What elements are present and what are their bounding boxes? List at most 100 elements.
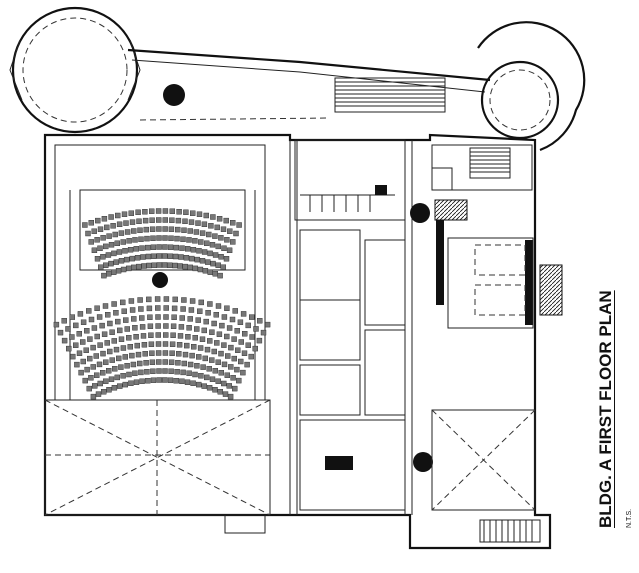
seat — [88, 239, 94, 245]
seat — [116, 249, 123, 255]
seat — [155, 350, 162, 356]
seat — [181, 360, 188, 367]
seat — [227, 393, 234, 400]
seat — [244, 361, 250, 368]
seat — [116, 327, 123, 334]
seat — [109, 329, 115, 335]
round-tower-left — [9, 6, 141, 134]
seat — [245, 342, 252, 348]
seat — [111, 301, 117, 307]
column-circle — [410, 203, 430, 223]
seat — [175, 360, 181, 366]
seat — [94, 333, 100, 340]
seat — [113, 259, 119, 265]
seat — [61, 318, 67, 324]
seat — [187, 316, 193, 322]
seat — [192, 238, 198, 244]
round-tower-right — [477, 21, 586, 152]
seat — [108, 260, 114, 267]
seat — [219, 322, 225, 329]
seat — [93, 353, 100, 359]
seat — [95, 217, 101, 224]
seat — [105, 368, 112, 374]
seat — [147, 314, 153, 320]
seat — [179, 245, 185, 251]
seat — [144, 244, 151, 251]
seat — [169, 208, 176, 214]
seat — [162, 350, 169, 356]
seat — [169, 350, 175, 356]
seat — [113, 346, 120, 353]
wall-solid — [436, 220, 444, 305]
seat — [108, 242, 115, 248]
seat — [234, 366, 240, 373]
seat — [168, 235, 174, 241]
seat — [112, 231, 118, 238]
seat — [193, 229, 200, 235]
seat — [177, 333, 184, 339]
seat — [195, 317, 201, 323]
seat — [208, 223, 214, 229]
seat — [162, 217, 169, 223]
seat — [136, 360, 143, 367]
seat — [76, 350, 83, 356]
seat — [141, 342, 148, 348]
seat — [156, 262, 163, 268]
seat — [127, 344, 134, 350]
corridor-central — [289, 140, 433, 515]
seat — [221, 245, 227, 252]
seat — [116, 221, 123, 228]
seat — [206, 338, 213, 344]
seat — [197, 308, 203, 314]
seat — [101, 331, 108, 337]
seat — [180, 236, 186, 242]
seat — [241, 331, 248, 337]
seat — [155, 332, 162, 338]
seat — [150, 235, 156, 241]
seat — [136, 263, 142, 270]
seat — [194, 256, 200, 263]
seat — [172, 253, 179, 260]
seat — [138, 306, 144, 312]
seat — [104, 224, 110, 231]
seat — [84, 328, 90, 334]
seat — [234, 328, 240, 334]
seat — [205, 259, 211, 265]
seat — [189, 210, 196, 216]
seat — [149, 217, 155, 223]
seat — [154, 296, 161, 302]
seat — [227, 228, 233, 234]
seat — [211, 348, 218, 355]
seat — [163, 323, 169, 329]
seat — [138, 236, 144, 242]
seat — [134, 342, 141, 349]
seat — [187, 361, 194, 368]
seat — [150, 244, 157, 250]
seat — [91, 247, 98, 254]
seat — [190, 380, 196, 386]
seat — [230, 239, 236, 245]
seat — [121, 211, 128, 217]
seat — [145, 378, 151, 384]
seat — [122, 381, 129, 388]
seat — [162, 359, 168, 365]
seat — [210, 260, 216, 267]
seat — [151, 262, 158, 268]
seat — [151, 253, 157, 259]
seat — [173, 244, 180, 251]
seat — [217, 272, 223, 279]
seat — [156, 377, 162, 383]
seat — [196, 211, 203, 217]
seat — [245, 322, 251, 329]
seat — [120, 345, 127, 351]
seat — [260, 329, 267, 336]
seat — [192, 371, 198, 378]
seat — [162, 208, 169, 214]
seat — [120, 373, 126, 379]
seat — [111, 250, 117, 257]
seat — [169, 341, 176, 347]
seat — [120, 266, 127, 273]
seat — [91, 325, 98, 331]
right-wing — [431, 144, 563, 543]
seat — [57, 329, 64, 336]
